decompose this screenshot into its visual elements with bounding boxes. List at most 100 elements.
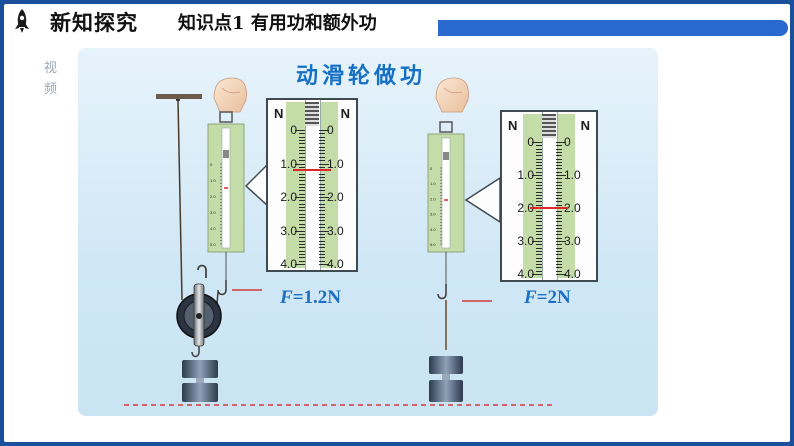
left-mag-tick-label: 4.0 bbox=[280, 257, 297, 271]
right-mag-tick bbox=[536, 264, 542, 266]
left-mag-tick bbox=[319, 227, 325, 229]
right-mag-tick bbox=[536, 181, 542, 183]
left-mag-tick bbox=[319, 186, 325, 188]
left-small-tick-label: 0 bbox=[210, 162, 213, 167]
right-mag-unit-right: N bbox=[580, 118, 590, 133]
right-mag-tick bbox=[536, 151, 542, 153]
left-mag-tick-label: 1.0 bbox=[327, 156, 344, 171]
right-mag-tick-label: 1.0 bbox=[564, 168, 581, 182]
left-mag-tick bbox=[319, 190, 325, 192]
left-mag-tick bbox=[319, 253, 325, 255]
left-mag-tick bbox=[299, 243, 305, 245]
right-small-tick-label: 4.0 bbox=[430, 227, 436, 232]
left-small-tick-label: 3.0 bbox=[210, 210, 216, 215]
left-callout-pointer bbox=[244, 162, 269, 208]
right-mag-tick bbox=[536, 148, 542, 150]
right-mag-tick bbox=[536, 237, 542, 239]
left-mag-tick bbox=[299, 240, 305, 242]
right-mag-tick bbox=[536, 260, 542, 262]
left-mag-tick bbox=[319, 230, 329, 232]
left-mag-tick bbox=[299, 233, 305, 235]
left-mag-tick bbox=[299, 203, 305, 205]
right-mag-tick bbox=[556, 165, 562, 167]
left-mag-tick bbox=[299, 237, 305, 239]
right-mag-tick bbox=[536, 201, 542, 203]
left-mag-tick bbox=[319, 180, 325, 182]
right-mag-tick bbox=[536, 227, 542, 229]
right-mag-tick bbox=[556, 188, 562, 190]
left-mag-tick bbox=[319, 133, 325, 135]
right-mag-reading-marker bbox=[530, 207, 568, 209]
right-mag-tick bbox=[556, 145, 562, 147]
right-mag-tick bbox=[556, 247, 562, 249]
left-mag-tick bbox=[299, 133, 305, 135]
video-label[interactable]: 视频 bbox=[44, 61, 58, 97]
right-mag-tick bbox=[556, 221, 562, 223]
left-mag-tick bbox=[299, 213, 305, 215]
right-callout-pointer bbox=[464, 176, 501, 224]
right-mag-tick bbox=[536, 270, 542, 272]
left-mag-tick bbox=[299, 153, 305, 155]
right-mag-tick bbox=[556, 142, 566, 143]
right-mag-tick bbox=[556, 181, 562, 183]
right-mag-unit-left: N bbox=[508, 118, 518, 133]
left-scale-hook bbox=[217, 280, 227, 296]
right-mag-tick bbox=[536, 194, 542, 196]
right-mag-tick bbox=[536, 168, 542, 170]
left-mag-tick-label: 2.0 bbox=[280, 190, 297, 204]
left-mag-tick bbox=[319, 193, 325, 195]
left-mag-tick bbox=[319, 183, 325, 185]
right-mag-tick-label: 1.0 bbox=[517, 168, 534, 182]
title-accent-bar bbox=[438, 20, 788, 36]
left-mag-tick bbox=[299, 140, 305, 142]
left-mag-tick bbox=[319, 156, 325, 158]
right-mag-tick bbox=[536, 244, 542, 246]
left-spring-scale bbox=[207, 111, 245, 253]
right-mag-tick bbox=[532, 241, 542, 242]
left-mag-tick bbox=[299, 190, 305, 192]
left-mag-tick bbox=[319, 250, 325, 252]
left-mag-tick bbox=[299, 146, 305, 148]
left-mag-tick bbox=[319, 207, 325, 209]
right-mag-tick bbox=[556, 204, 562, 206]
right-scale-hook bbox=[437, 284, 447, 300]
right-small-tick-label: 2.0 bbox=[430, 196, 436, 201]
right-small-tick-label: 3.0 bbox=[430, 212, 436, 217]
left-small-tick-label: 4.0 bbox=[210, 226, 216, 231]
right-mag-tick bbox=[536, 191, 542, 193]
left-mag-unit-right: N bbox=[340, 106, 350, 121]
left-mag-tick bbox=[299, 180, 305, 182]
left-small-tick-label: 2.0 bbox=[210, 194, 216, 199]
left-mag-tick bbox=[299, 193, 305, 195]
right-mag-tick bbox=[556, 194, 562, 196]
right-mag-tick-label: 3.0 bbox=[517, 234, 534, 248]
right-mag-tick bbox=[536, 254, 542, 256]
left-mag-tick bbox=[299, 136, 305, 138]
right-mag-tick bbox=[536, 204, 542, 206]
left-hand bbox=[213, 77, 247, 113]
right-mag-tick bbox=[556, 264, 562, 266]
right-force-var: F bbox=[524, 287, 537, 308]
left-mag-tick-label: 1.0 bbox=[280, 156, 297, 171]
right-mag-tick bbox=[536, 165, 542, 167]
right-mag-tick bbox=[536, 145, 542, 147]
right-mag-tick bbox=[536, 178, 542, 180]
left-mag-tick bbox=[299, 247, 305, 249]
left-mag-tick bbox=[299, 150, 305, 152]
left-mag-tick bbox=[319, 176, 325, 178]
right-mag-spring-icon bbox=[542, 114, 556, 138]
right-mag-tick bbox=[556, 237, 562, 239]
left-mag-tick bbox=[319, 203, 325, 205]
right-mag-tick bbox=[556, 211, 562, 213]
right-mag-tick bbox=[556, 250, 562, 252]
right-mag-tick bbox=[556, 161, 562, 163]
left-mag-tick bbox=[319, 220, 325, 222]
right-mag-tick-label: 0 bbox=[527, 135, 534, 149]
right-mag-tick bbox=[556, 227, 562, 229]
left-mag-tick bbox=[319, 130, 329, 131]
right-mag-tick bbox=[556, 254, 562, 256]
left-mag-tick bbox=[319, 264, 329, 265]
left-mag-tick bbox=[319, 173, 325, 175]
